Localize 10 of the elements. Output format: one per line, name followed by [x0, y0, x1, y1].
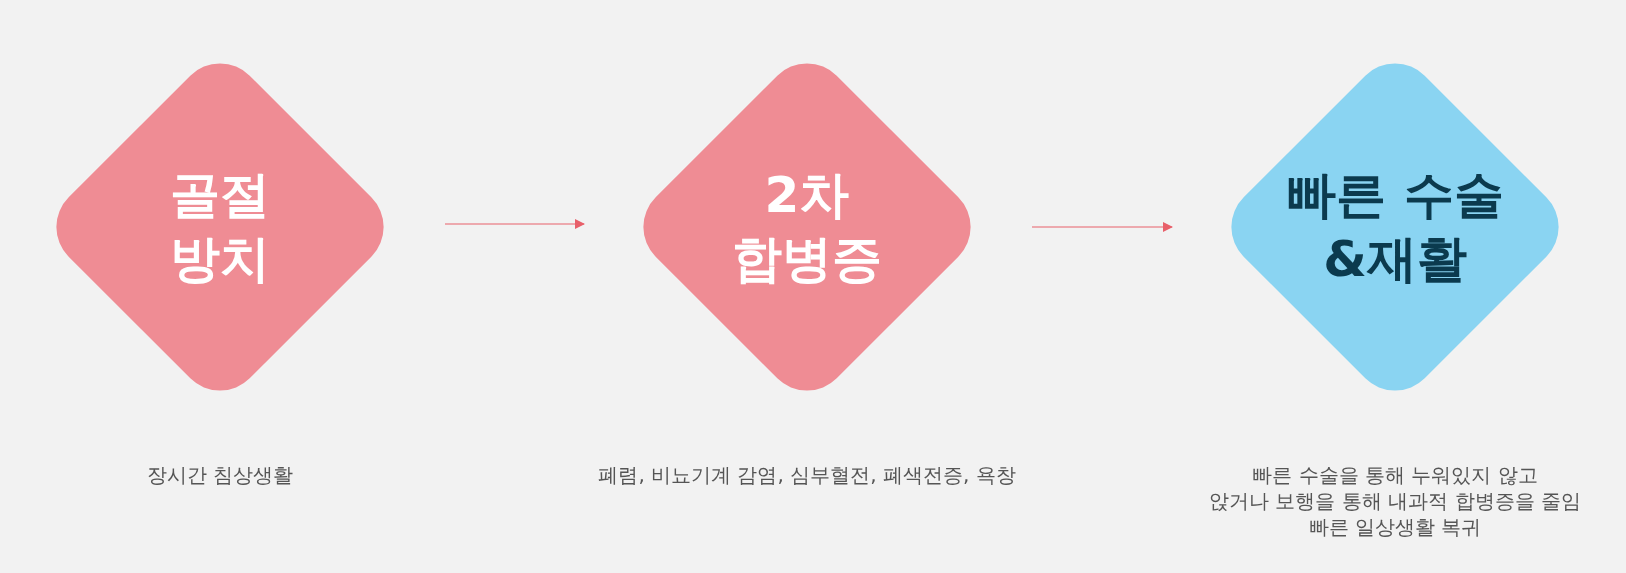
description-text: 폐렴, 비뇨기계 감염, 심부혈전, 폐색전증, 욕창 [598, 462, 1016, 488]
description-text: 앉거나 보행을 통해 내과적 합병증을 줄임 [1209, 488, 1581, 514]
node-title: 골절 방치 [169, 165, 271, 290]
node-title: 빠른 수술&재활 [1285, 165, 1505, 290]
arrow [1031, 222, 1173, 232]
node-title: 2차 합병증 [731, 165, 883, 290]
description-text: 빠른 수술을 통해 누워있지 않고 [1252, 462, 1538, 488]
description-text: 장시간 침상생활 [146, 462, 294, 488]
description-text: 빠른 일상생활 복귀 [1308, 514, 1482, 540]
arrow [444, 219, 585, 229]
